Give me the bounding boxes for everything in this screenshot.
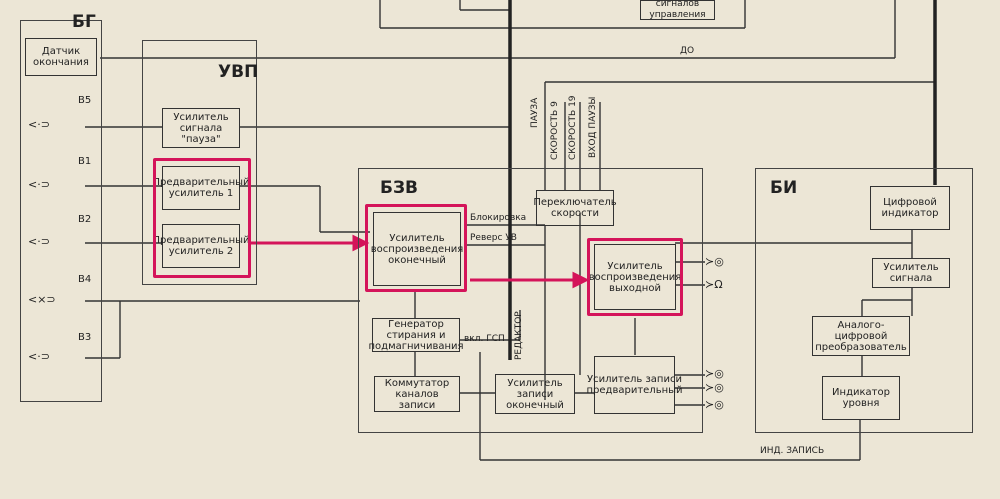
region-bzv [358, 168, 703, 433]
region-uvp-label: УВП [218, 62, 259, 82]
signal-amp-block: Усилитель сигнала [872, 258, 950, 288]
channel-switch-block: Коммутатор каналов записи [374, 376, 460, 412]
pause-amp-block: Усилитель сигнала "пауза" [162, 108, 240, 148]
playback-out-amp-block: Усилитель воспроизведения выходной [589, 244, 681, 310]
label-pause: ПАУЗА [530, 97, 540, 128]
label-gsp-on: вкл. ГСП [464, 334, 505, 344]
playback-final-amp-block: Усилитель воспроизведения оконечный [371, 212, 463, 286]
adc-block: Аналого-цифровой преобразователь [812, 316, 910, 356]
region-bi-label: БИ [770, 178, 798, 198]
label-ind-record: ИНД. ЗАПИСЬ [760, 446, 825, 456]
mic-jack-icon: ≻◎ [705, 367, 724, 380]
control-signals-block: сигналов управления [640, 0, 715, 20]
label-input-pause: ВХОД ПАУЗЫ [588, 96, 598, 158]
label-do: ДО [680, 46, 695, 56]
arrowhead [352, 234, 370, 252]
region-bi [755, 168, 973, 433]
region-bzv-label: БЗВ [380, 178, 418, 198]
preamp2-block: Предварительный усилитель 2 [153, 224, 250, 268]
record-final-amp-block: Усилитель записи оконечный [495, 374, 575, 414]
plug-icon: <·⊃ [28, 235, 50, 248]
highlight-preamps [153, 158, 251, 278]
region-bg [20, 20, 102, 402]
port-b5-label: В5 [78, 95, 92, 106]
region-uvp [142, 40, 257, 285]
digital-indicator-block: Цифровой индикатор [870, 186, 950, 230]
port-b3-label: В3 [78, 332, 92, 343]
label-speed9: СКОРОСТЬ 9 [550, 101, 560, 160]
plug-icon: <×⊃ [28, 293, 56, 306]
plug-icon: <·⊃ [28, 118, 50, 131]
label-lock: Блокировка [470, 213, 527, 223]
arrowhead [572, 271, 590, 289]
mic-jack-icon: ≻◎ [705, 381, 724, 394]
plug-icon: <·⊃ [28, 350, 50, 363]
preamp1-block: Предварительный усилитель 1 [153, 166, 250, 210]
end-sensor-block: Датчик окончания [25, 38, 97, 76]
label-speed19: СКОРОСТЬ 19 [568, 95, 578, 160]
port-b4-label: В4 [78, 274, 92, 285]
highlight-playback-final [365, 204, 467, 292]
level-indicator-block: Индикатор уровня [822, 376, 900, 420]
highlight-playback-out [587, 238, 683, 316]
label-reverse: Реверс УВ [470, 233, 517, 243]
output-jack-icon: ≻◎ [705, 255, 724, 268]
mic-jack-icon: ≻◎ [705, 398, 724, 411]
port-b2-label: В2 [78, 214, 92, 225]
erase-generator-block: Генератор стирания и подмагничивания [368, 318, 464, 352]
headphones-icon: ≻Ω [705, 278, 723, 291]
label-editor: РЕДАКТОР [514, 311, 524, 360]
region-bg-label: БГ [72, 12, 96, 32]
plug-icon: <·⊃ [28, 178, 50, 191]
record-pre-amp-block: Усилитель записи предварительный [587, 356, 683, 414]
port-b1-label: В1 [78, 156, 92, 167]
speed-switch-block: Переключатель скорости [533, 190, 617, 226]
